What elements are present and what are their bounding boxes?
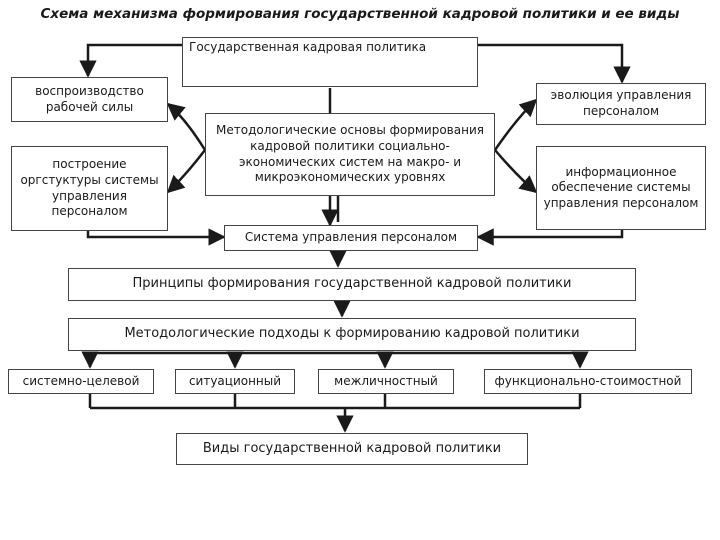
node-hr-management-system-label: Система управления персоналом: [244, 230, 458, 245]
line-gov-to-reproduction: [79, 43, 182, 78]
node-state-hr-policy: Государственная кадровая политика: [182, 37, 478, 87]
curve-methodology-to-infosupport: [494, 149, 538, 194]
node-approach-interpersonal: межличностный: [318, 369, 454, 394]
node-org-structure: построение оргстуктуры системы управлени…: [11, 146, 168, 231]
node-approach-system-target-label: системно-целевой: [22, 373, 140, 388]
node-approach-situational: ситуационный: [175, 369, 295, 394]
node-methodological-basis-label: Методологические основы формирования кад…: [216, 123, 484, 185]
node-reproduction-label: воспроизводство рабочей силы: [35, 83, 144, 114]
node-hr-management-system: Система управления персоналом: [224, 225, 478, 251]
node-approaches-label: Методологические подходы к формированию …: [124, 326, 580, 342]
node-approach-situational-label: ситуационный: [188, 373, 282, 388]
curve-methodology-to-evolution: [493, 98, 538, 151]
node-approach-functional-cost-label: функционально-стоимостной: [494, 373, 682, 388]
node-approach-functional-cost: функционально-стоимостной: [484, 369, 692, 394]
diagram-title: Схема механизма формирования государстве…: [40, 6, 680, 22]
node-approaches: Методологические подходы к формированию …: [68, 318, 636, 351]
node-principles: Принципы формирования государственной ка…: [68, 268, 636, 301]
node-methodological-basis: Методологические основы формирования кад…: [205, 113, 495, 196]
curve-methodology-to-reproduction: [166, 102, 207, 151]
node-evolution-label: эволюция управления персоналом: [550, 88, 692, 118]
node-reproduction: воспроизводство рабочей силы: [11, 77, 168, 122]
node-state-hr-policy-label: Государственная кадровая политика: [189, 40, 427, 54]
node-policy-types: Виды государственной кадровой политики: [176, 433, 528, 465]
line-gov-to-evolution: [478, 43, 631, 84]
node-evolution: эволюция управления персоналом: [536, 83, 706, 125]
node-approach-interpersonal-label: межличностный: [334, 373, 438, 388]
node-policy-types-label: Виды государственной кадровой политики: [202, 440, 502, 456]
curve-methodology-to-orgstructure: [166, 149, 206, 194]
line-infosupport-to-system: [476, 228, 624, 246]
node-info-support-label: информационное обеспечение системы управ…: [543, 164, 699, 210]
node-info-support: информационное обеспечение системы управ…: [536, 146, 706, 230]
node-principles-label: Принципы формирования государственной ка…: [132, 276, 572, 292]
node-approach-system-target: системно-целевой: [8, 369, 154, 394]
node-org-structure-label: построение оргстуктуры системы управлени…: [20, 157, 159, 219]
line-orgstructure-to-system: [86, 228, 226, 246]
